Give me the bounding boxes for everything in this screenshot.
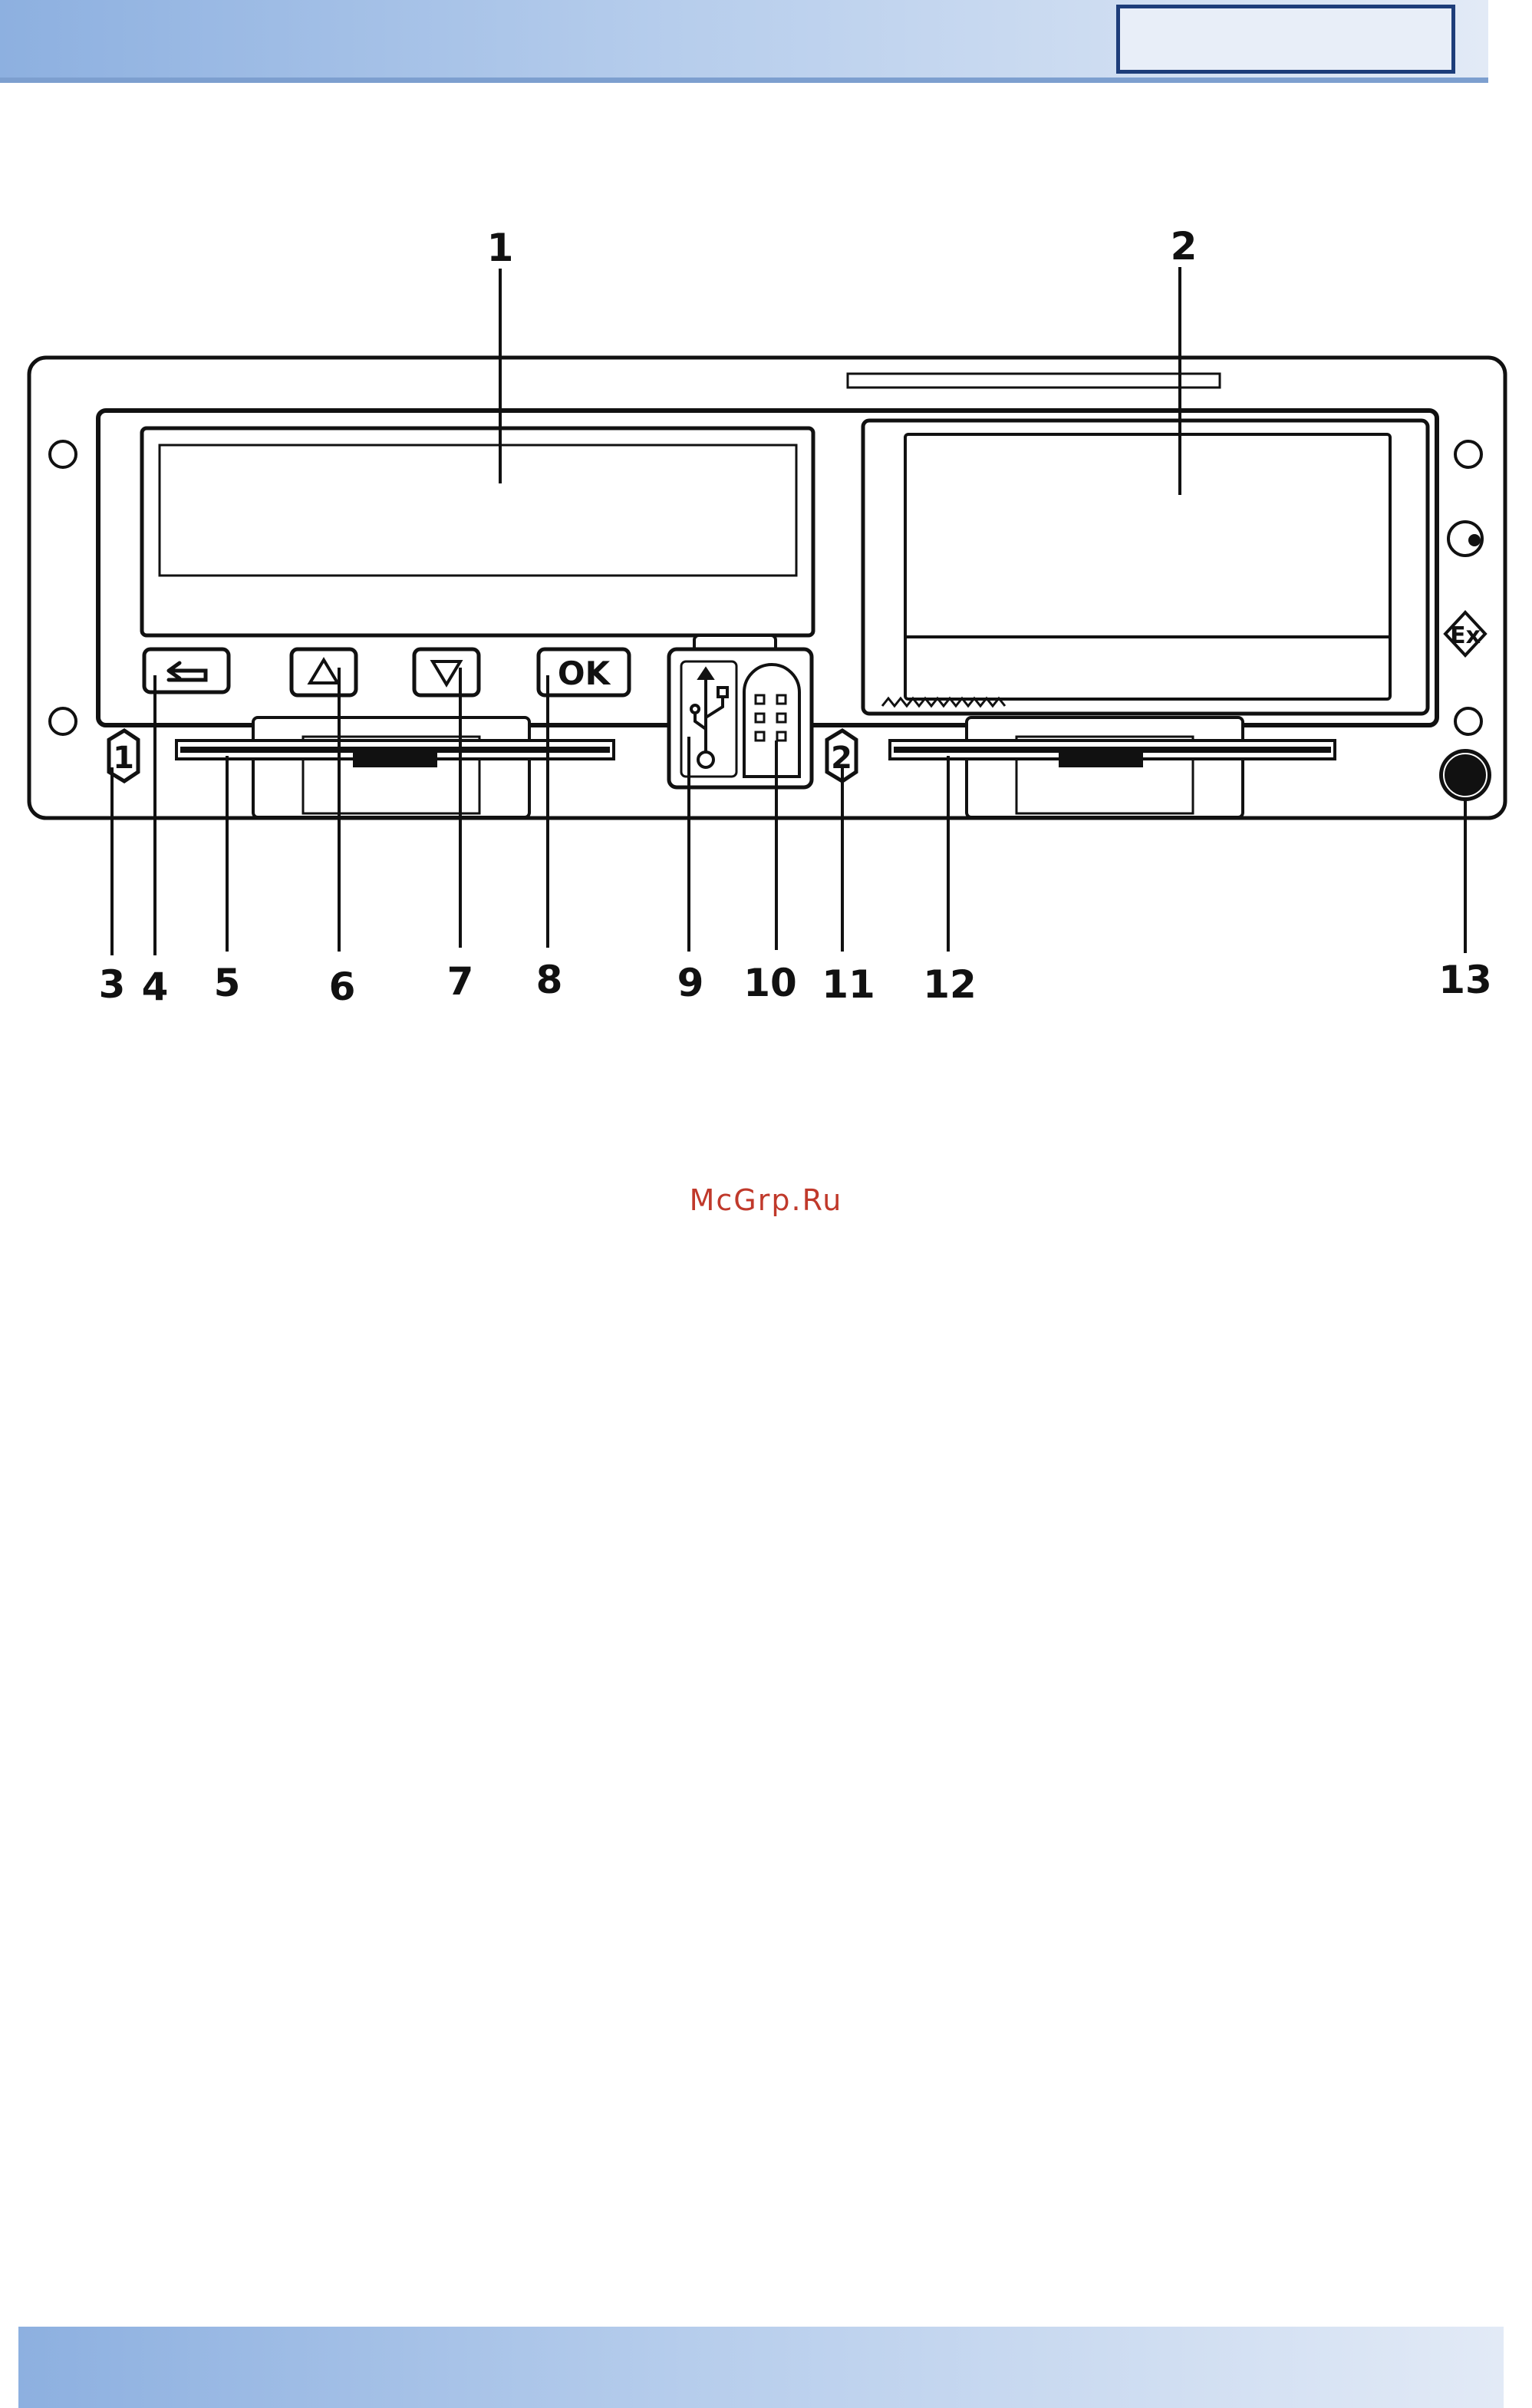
callout-2: 2: [1171, 224, 1198, 269]
card-slot-1-latch: [353, 750, 437, 767]
callout-6: 6: [329, 965, 356, 1009]
callout-4: 4: [142, 965, 169, 1009]
up-button[interactable]: [292, 649, 356, 695]
callout-10: 10: [743, 961, 797, 1005]
card-slot-2-latch: [1059, 750, 1143, 767]
mount-hole-br: [1455, 708, 1481, 734]
callout-7: 7: [447, 959, 474, 1004]
mount-hole-bl: [50, 708, 76, 734]
display-screen: [160, 445, 796, 576]
callout-3: 3: [99, 962, 126, 1007]
callout-9: 9: [677, 961, 704, 1005]
back-button[interactable]: [144, 649, 229, 692]
slot-1-label: 1: [113, 741, 134, 776]
callout-1: 1: [487, 226, 514, 270]
seal-screw-icon: [1448, 522, 1482, 556]
header-bar: [0, 0, 1488, 83]
pin-connector-port[interactable]: [744, 665, 799, 777]
top-tab: [848, 374, 1220, 388]
header-bar-edge: [0, 78, 1488, 83]
printer-drawer: [905, 434, 1390, 699]
callout-11: 11: [822, 962, 875, 1007]
mount-hole-tr: [1455, 441, 1481, 467]
ok-label: OK: [558, 655, 611, 692]
watermark: McGrp.Ru: [0, 1183, 1532, 1217]
ex-label: Ex: [1450, 622, 1481, 649]
callout-5: 5: [214, 961, 241, 1005]
tachograph-diagram: OK 1 2 Ex: [0, 215, 1532, 1051]
ok-button[interactable]: OK: [539, 649, 629, 695]
callout-8: 8: [536, 958, 563, 1002]
mount-hole-tl: [50, 441, 76, 467]
callout-13: 13: [1438, 958, 1492, 1002]
callout-12: 12: [923, 962, 977, 1007]
down-button[interactable]: [414, 649, 479, 695]
approval-seal-icon: [1439, 749, 1491, 801]
footer-bar: [18, 2327, 1504, 2408]
header-page-box: [1116, 5, 1455, 74]
